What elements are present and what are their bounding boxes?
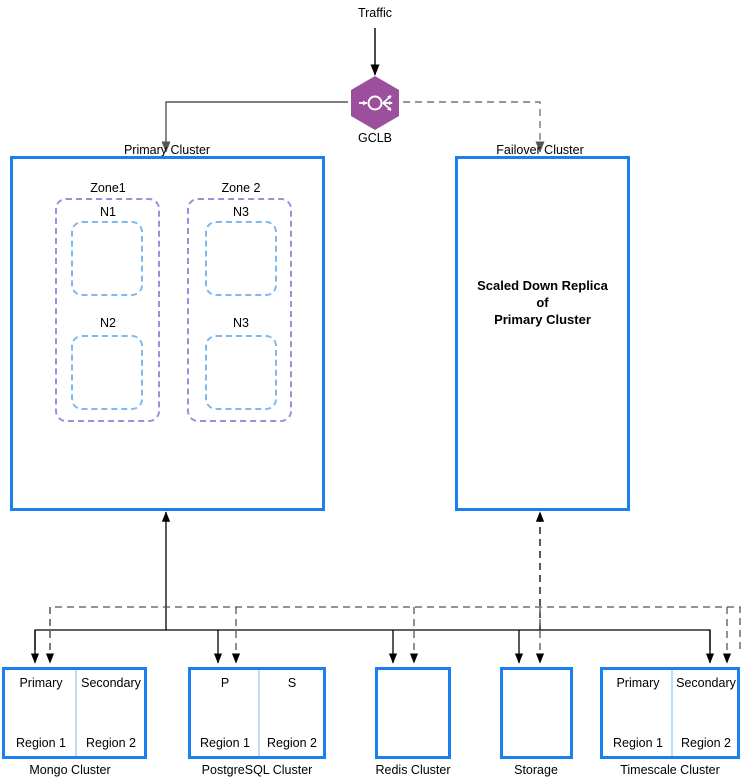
node-box-n3-b: [205, 335, 277, 410]
db-role-primary: P: [220, 676, 230, 690]
failover-cluster-box[interactable]: Scaled Down Replica of Primary Cluster: [455, 156, 630, 511]
node-box-n1: [71, 221, 143, 296]
db-role-secondary: Secondary: [676, 676, 736, 690]
datastore-caption-postgresql: PostgreSQL Cluster: [201, 763, 313, 777]
node-label-n3-b: N3: [233, 316, 249, 330]
gclb-icon: [351, 76, 399, 130]
failover-body-line3: Primary Cluster: [494, 312, 591, 327]
primary-cluster-box[interactable]: Zone1 N1 N2 Zone 2 N3 N3: [10, 156, 325, 511]
bus-solid-primary: [34, 629, 711, 650]
db-role-primary: Primary: [19, 676, 63, 690]
db-region-2: Region 2: [266, 736, 318, 750]
failover-body-line1: Scaled Down Replica: [477, 278, 608, 293]
primary-cluster-label: Primary Cluster: [123, 143, 211, 157]
datastore-box-mongo[interactable]: Primary Secondary Region 1 Region 2: [2, 667, 147, 759]
datastore-box-postgresql[interactable]: P S Region 1 Region 2: [188, 667, 326, 759]
datastore-box-redis[interactable]: [375, 667, 451, 759]
failover-body-line2: of: [536, 295, 549, 310]
db-region-1: Region 1: [15, 736, 67, 750]
datastore-caption-redis: Redis Cluster: [375, 763, 451, 777]
db-divider: [671, 670, 673, 756]
db-divider: [75, 670, 77, 756]
datastore-drop-arrows: [30, 607, 732, 664]
failover-cluster-label: Failover Cluster: [496, 143, 584, 157]
datastore-caption-timescale: Timescale Cluster: [620, 763, 720, 777]
db-region-1: Region 1: [199, 736, 251, 750]
db-region-1: Region 1: [612, 736, 664, 750]
datastore-caption-storage: Storage: [514, 763, 558, 777]
bus-dashed-failover: [49, 606, 741, 650]
db-role-secondary: Secondary: [81, 676, 141, 690]
zone-box-zone2: [187, 198, 292, 422]
db-divider: [258, 670, 260, 756]
datastore-box-timescale[interactable]: Primary Secondary Region 1 Region 2: [600, 667, 740, 759]
zone1-label: Zone1: [90, 181, 126, 195]
datastore-caption-mongo: Mongo Cluster: [29, 763, 111, 777]
node-label-n1: N1: [100, 205, 116, 219]
gclb-label: GCLB: [357, 131, 393, 145]
traffic-label: Traffic: [357, 6, 393, 20]
db-region-2: Region 2: [85, 736, 137, 750]
db-role-primary: Primary: [616, 676, 660, 690]
db-role-secondary: S: [287, 676, 297, 690]
node-box-n2: [71, 335, 143, 410]
zone2-label: Zone 2: [221, 181, 261, 195]
datastore-box-storage[interactable]: [500, 667, 573, 759]
zone-box-zone1: [55, 198, 160, 422]
db-region-2: Region 2: [680, 736, 732, 750]
node-box-n3-a: [205, 221, 277, 296]
node-label-n2: N2: [100, 316, 116, 330]
node-label-n3-a: N3: [233, 205, 249, 219]
